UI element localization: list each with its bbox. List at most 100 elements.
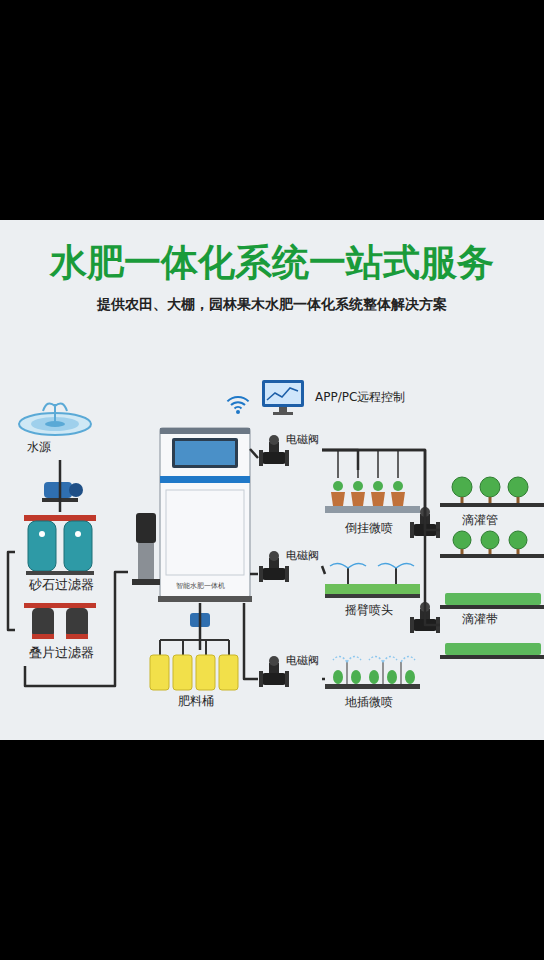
pipe-connector [322,450,440,625]
seedling [351,670,361,684]
valve-flange [285,566,289,582]
wifi-symbol [227,397,248,408]
component-label: 叠片过滤器 [29,646,94,661]
potted-plant [353,481,363,491]
tree-trunk [462,497,518,503]
component-node: 电磁阀 [258,434,322,468]
component-node: 地插微喷 [325,640,420,710]
seedling [369,670,379,684]
spray-stake [347,662,401,684]
valve-coil [269,656,279,666]
seedling [405,670,415,684]
seedling [387,670,397,684]
seedling [333,670,343,684]
pipe-connector [199,603,202,650]
component-node: 电磁阀 [258,655,322,689]
component-node: 叠片过滤器 [15,600,115,666]
pipe-connector [25,572,128,686]
component-node: APP/PC远程控制 [255,376,435,418]
pipe-connector [322,678,325,681]
fertilizer-bucket [196,655,215,690]
valve-flange [259,450,263,466]
pressure-gauge [75,531,81,537]
sand-tank [64,521,92,571]
tree-crown [453,531,471,549]
drop-pipes [338,450,398,478]
component-label: 地插微喷 [345,696,393,710]
tree-trunk [462,549,518,554]
filter-manifold [24,515,96,521]
fountain-jet [43,403,67,421]
drip-tape [440,605,544,609]
valve-body [262,568,286,580]
component-label: 滴灌管 [462,514,498,528]
solenoid-valve [259,656,289,687]
tree-crown [481,531,499,549]
flower-pot [371,492,385,506]
drip-pipe [440,554,544,558]
pipe-connector [250,573,258,576]
pump-base [132,579,160,585]
lawn-bed [325,584,420,594]
valve-body [262,452,286,464]
flower-pot [351,492,365,506]
pump-motor [136,513,156,543]
panel-background [0,220,544,740]
monitor-frame [262,380,304,407]
sand-tank [28,521,56,571]
component-node: 砂石过滤器 [15,512,115,594]
component-node: 滴灌管 [440,478,540,560]
fertilizer-bucket [219,655,238,690]
valve-flange [410,522,414,538]
tree-crown [480,477,500,497]
component-label: 电磁阀 [286,550,319,563]
pipe-connector [244,603,258,679]
tree-crown [452,477,472,497]
monitor-foot [273,412,293,415]
filter-manifold [24,603,96,608]
touch-screen [172,438,238,468]
component-label: 电磁阀 [286,655,319,668]
drip-tape [440,655,544,659]
component-node: 水源 [15,395,95,460]
component-label: 水源 [27,441,51,455]
diagram-title: 水肥一体化系统一站式服务 [0,243,544,284]
wifi-dot [236,410,240,414]
plant-bench [325,506,420,513]
filter-cap [32,634,54,639]
monitor-screen [265,383,301,404]
flower-pot [391,492,405,506]
valve-coil [269,435,279,445]
component-label: 滴灌带 [462,613,498,627]
valve-flange [285,450,289,466]
chart-line [267,388,298,400]
ground-bed [325,684,420,689]
component-label: 肥料桶 [178,695,214,709]
component-label: 砂石过滤器 [29,578,94,593]
pump-body [138,543,154,579]
valve-flange [259,671,263,687]
component-label: 智能水肥一体机 [176,582,225,590]
component-node: 电磁阀 [258,550,322,584]
solenoid-valve [259,551,289,582]
pump-head [69,483,83,497]
filter-base [26,571,94,575]
tree-crown [509,531,527,549]
mist-spray [333,656,415,662]
flower-pot [331,492,345,506]
subtitle-text: 提供农田、大棚，园林果木水肥一体化系统整体解决方案 [0,296,544,312]
filter-cap [66,634,88,639]
pipe-connector [250,449,258,458]
pipe-connector [59,460,62,512]
cabinet-band [160,476,250,483]
disc-filter [32,608,54,638]
cabinet-base [158,596,252,602]
component-node: 肥料桶 [148,650,240,712]
bed-base [325,594,420,598]
drip-pipe [440,503,544,507]
pipe-connector [322,566,325,574]
valve-coil [269,551,279,561]
sprinkler-riser [348,568,396,584]
